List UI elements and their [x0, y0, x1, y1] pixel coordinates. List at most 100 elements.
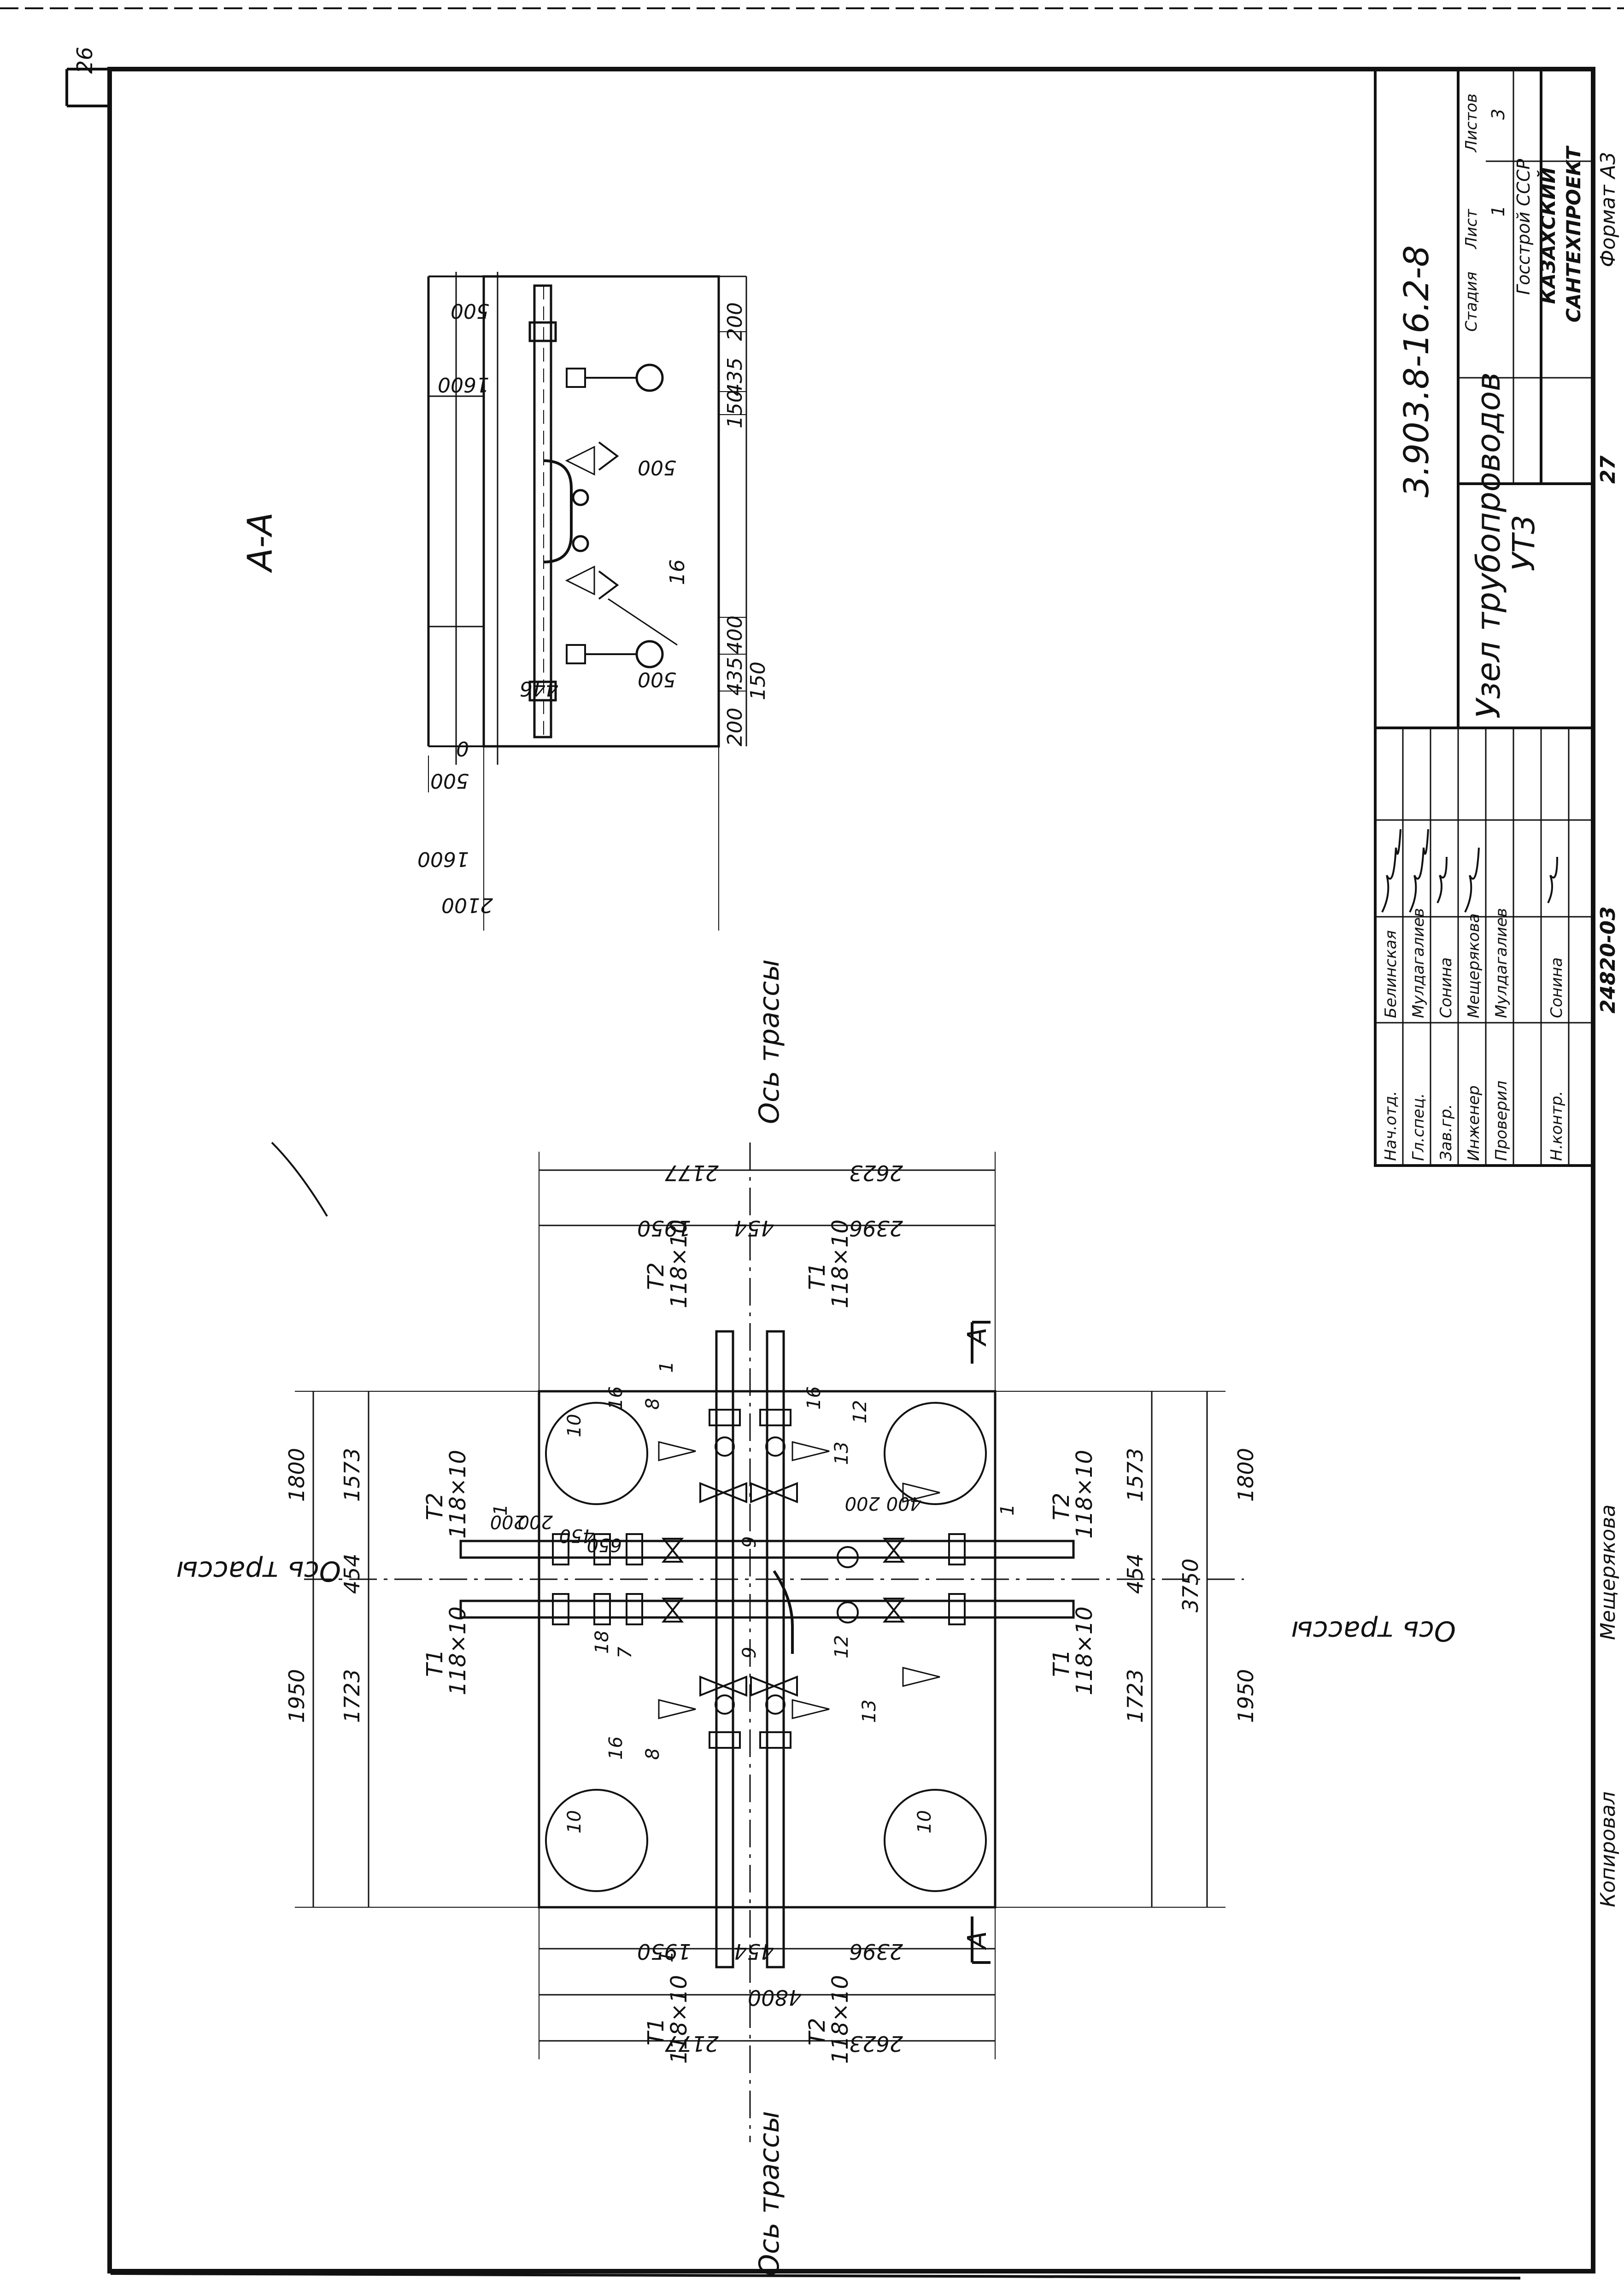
- dim-label: 3750: [1178, 1559, 1203, 1612]
- item-number: 1: [656, 1951, 677, 1963]
- dim-label: 500: [638, 668, 676, 691]
- pipe-callout: Т2: [804, 2018, 830, 2045]
- pipe-callout: Т2: [422, 1493, 448, 1520]
- item-number: 9: [739, 1536, 760, 1548]
- title-block: [1374, 68, 1595, 1167]
- signature-name: Сонина: [1548, 957, 1566, 1018]
- dim-label: 200: [723, 708, 747, 746]
- dim-label: 1723: [1123, 1669, 1148, 1723]
- pipe-size: 118×10: [666, 1975, 692, 2064]
- organization-line-1: Госстрой СССР: [1513, 159, 1534, 295]
- drawing-subtitle: УТ3: [1506, 515, 1542, 571]
- dim-label: 150: [723, 390, 747, 428]
- dim-label: 2623: [849, 2031, 903, 2056]
- item-number: 16: [605, 1736, 627, 1760]
- item-number: 9: [739, 1647, 760, 1658]
- page-number: 26: [72, 47, 97, 74]
- dim-label: 400: [723, 615, 747, 654]
- dim-label: 0: [456, 737, 469, 760]
- item-number: 12: [831, 1635, 852, 1658]
- sheets-total: 3: [1488, 109, 1508, 120]
- pipe-size: 118×10: [1072, 1606, 1097, 1695]
- dim-label: 454: [733, 1216, 774, 1241]
- dim-label: 450: [559, 1525, 594, 1546]
- dim-label: 200: [845, 1493, 880, 1514]
- dim-label: 2177: [665, 1160, 719, 1185]
- signature-role: Зав.гр.: [1437, 1104, 1455, 1161]
- pipe-size: 118×10: [445, 1606, 471, 1695]
- item-number: 16: [605, 1386, 627, 1410]
- dim-label: 4800: [748, 1985, 802, 2010]
- dim-label: 1800: [1233, 1448, 1258, 1502]
- item-number: 10: [564, 1414, 585, 1437]
- organization-line-3: САНТЕХПРОЕКТ: [1562, 145, 1585, 322]
- dim-label: 500: [430, 769, 469, 792]
- pipe-callout: Т1: [643, 2018, 669, 2045]
- signature-name: Белинская: [1382, 930, 1400, 1018]
- pipe-callout: Т1: [804, 1262, 830, 1290]
- plan-axis-labels: Ось трассы Ось трассы Ось трассы Ось тра…: [176, 959, 1456, 2276]
- item-number: 1: [997, 1504, 1018, 1516]
- item-number: 1: [656, 1361, 677, 1373]
- dim-label: 435: [723, 357, 747, 396]
- dim-label: 454: [733, 1939, 774, 1964]
- axis-label-bottom: Ось трассы: [753, 2111, 786, 2276]
- sheets-header: Листов: [1462, 94, 1481, 153]
- dim-label: 1573: [340, 1448, 364, 1502]
- sheet-frame: [0, 7, 1624, 2279]
- document-code: 3.903.8-16.2-8: [1397, 245, 1436, 498]
- cut-mark-bottom: А: [962, 1931, 992, 1950]
- item-number: 1: [490, 1504, 511, 1516]
- organization-line-2: КАЗАХСКИЙ: [1536, 167, 1560, 304]
- cut-mark-top: А: [962, 1328, 992, 1347]
- signature-name: Сонина: [1437, 957, 1455, 1018]
- axis-label-top: Ось трассы: [753, 959, 786, 1124]
- dim-label: 2100: [441, 893, 493, 917]
- axis-label-right: Ось трассы: [1291, 1615, 1456, 1647]
- dim-label: 1723: [340, 1669, 364, 1723]
- dim-label: 446: [520, 677, 558, 700]
- item-number: 13: [859, 1699, 880, 1723]
- dim-label: 1950: [284, 1669, 309, 1723]
- dim-label: 2177: [665, 2031, 719, 2056]
- item-number: 10: [564, 1810, 585, 1834]
- item-number: 16: [803, 1386, 825, 1410]
- axis-label-left: Ось трассы: [176, 1555, 341, 1587]
- dim-label: 435: [723, 657, 747, 696]
- footer-strip: Копировал Мещерякова 24820-03 27 Формат …: [1596, 152, 1620, 1907]
- plan-pipe-callouts: Т2 118×10 Т1 118×10 Т1 118×10 Т2 118×10 …: [422, 1219, 1097, 2064]
- signature-role: Инженер: [1465, 1085, 1483, 1161]
- dim-label: 454: [1123, 1553, 1148, 1594]
- signature-name: Мещерякова: [1465, 914, 1483, 1018]
- footer-page: 27: [1596, 455, 1620, 484]
- signature-table: Нач.отд. Белинская Гл.спец. Мулдагалиев …: [1382, 908, 1566, 1161]
- signature-name: Мулдагалиев: [1492, 908, 1511, 1018]
- pipe-size: 118×10: [827, 1975, 853, 2064]
- dim-label: 2396: [849, 1939, 903, 1964]
- stage-header: Стадия: [1462, 272, 1481, 332]
- footer-order: 24820-03: [1596, 906, 1620, 1014]
- dim-label: 1950: [637, 1216, 691, 1241]
- pipe-callout: Т2: [1049, 1493, 1074, 1520]
- footer-format: Формат А3: [1596, 152, 1620, 267]
- pipe-size: 118×10: [1072, 1450, 1097, 1539]
- signature-name: Мулдагалиев: [1409, 908, 1428, 1018]
- dim-label: 1600: [417, 847, 469, 871]
- item-number: 8: [642, 1748, 663, 1760]
- section-view: [427, 272, 747, 931]
- pipe-callout: Т1: [422, 1649, 448, 1677]
- dim-label: 2396: [849, 1216, 903, 1241]
- dim-label: 454: [340, 1553, 364, 1594]
- plan-cut-marks: А А: [962, 1328, 992, 1950]
- dim-label: 1950: [637, 1939, 691, 1964]
- dim-label: 400: [886, 1493, 921, 1514]
- dim-label: 500: [451, 299, 489, 322]
- pipe-callout: Т1: [1049, 1649, 1074, 1677]
- plan-view: [271, 1142, 1244, 2142]
- plan-item-numbers: 1 1 1 1 7 8 8 9 9 10 10 10 12 12 13 13 1…: [490, 1361, 1018, 1963]
- signature-role: Н.контр.: [1548, 1091, 1566, 1161]
- dim-label: 500: [638, 456, 676, 479]
- dim-label: 16: [666, 559, 689, 585]
- dim-label: 1800: [284, 1448, 309, 1502]
- item-number: 10: [914, 1810, 935, 1834]
